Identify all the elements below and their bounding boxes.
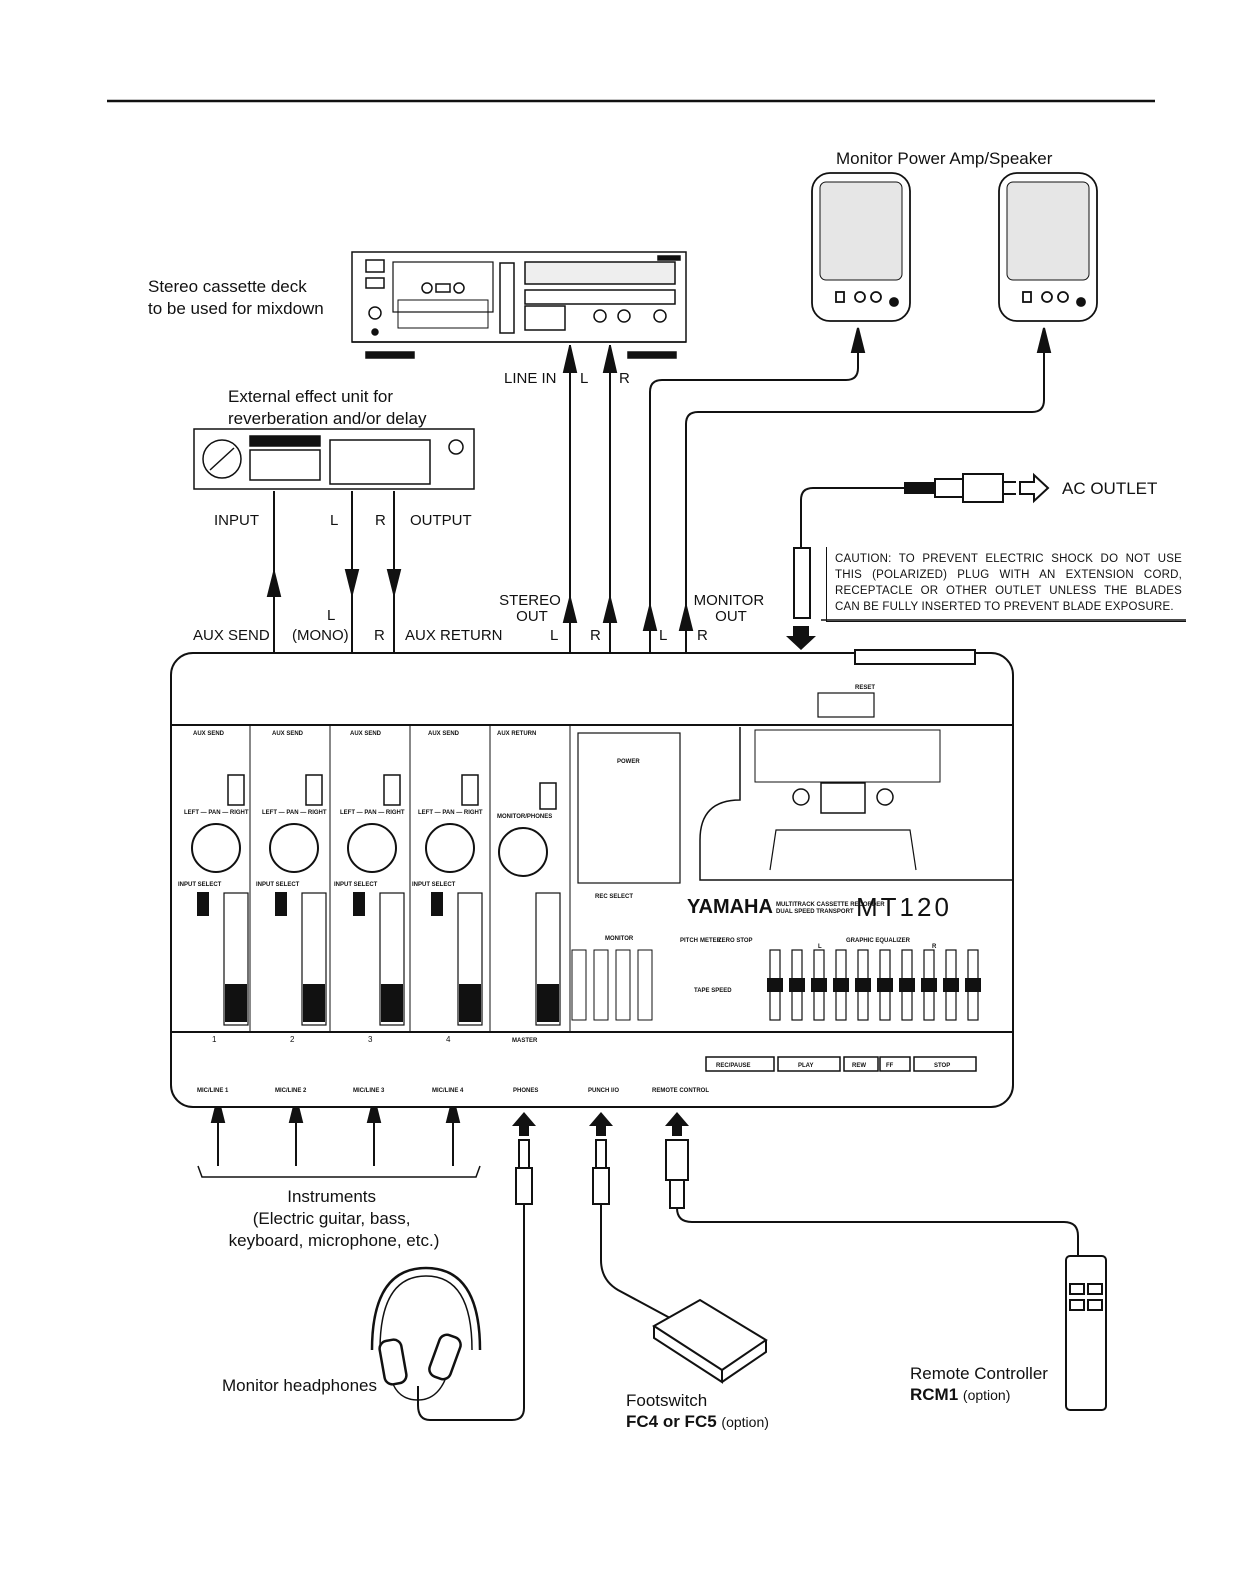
footswitch	[652, 1298, 768, 1384]
aux-return-label: AUX RETURN	[497, 731, 536, 737]
power-label: POWER	[617, 759, 640, 765]
input-select-3: INPUT SELECT	[334, 882, 378, 888]
recorder-model: MT120	[856, 892, 952, 922]
line-in-l: L	[580, 370, 588, 387]
recorder-description: MULTITRACK CASSETTE RECORDER DUAL SPEED …	[776, 902, 886, 915]
effect-unit-label: External effect unit for reverberation a…	[228, 387, 427, 428]
jack-label-phones: PHONES	[513, 1088, 538, 1094]
channel-number-1: 1	[212, 1035, 217, 1044]
ac-outlet-label: AC OUTLET	[1062, 479, 1157, 498]
monitor-label: MONITOR	[605, 936, 634, 942]
transport-play: PLAY	[798, 1063, 813, 1069]
monitor-r-label: R	[697, 627, 708, 644]
jack-label-mic-line-2: MIC/LINE 2	[275, 1088, 307, 1094]
stereo-r-label: R	[590, 627, 601, 644]
headphones	[370, 1266, 482, 1401]
monitor-speaker-right	[998, 172, 1098, 322]
line-in-label: LINE IN	[504, 370, 557, 387]
input-select-1: INPUT SELECT	[178, 882, 222, 888]
output-l-label: L	[330, 512, 338, 529]
effect-unit	[193, 428, 475, 490]
aux-l-label: L	[327, 607, 335, 624]
aux-send-label-4: AUX SEND	[428, 731, 460, 737]
aux-r-label: R	[374, 627, 385, 644]
pan-label-3: LEFT — PAN — RIGHT	[340, 810, 405, 816]
stereo-out-label: STEREO OUT	[499, 592, 565, 625]
remote-label: Remote Controller	[910, 1364, 1048, 1383]
caution-notice: CAUTION: TO PREVENT ELECTRIC SHOCK DO NO…	[826, 547, 1186, 622]
aux-send-label-3: AUX SEND	[350, 731, 382, 737]
eq-l-label: L	[818, 944, 822, 950]
transport-stop: STOP	[934, 1063, 950, 1069]
tape-speed-label: TAPE SPEED	[694, 988, 732, 994]
input-select-2: INPUT SELECT	[256, 882, 300, 888]
jack-label-mic-line-3: MIC/LINE 3	[353, 1088, 385, 1094]
footswitch-label: Footswitch	[626, 1391, 707, 1410]
monitor-out-label: MONITOR OUT	[694, 592, 769, 625]
pan-label-1: LEFT — PAN — RIGHT	[184, 810, 249, 816]
monitor-phones-label: MONITOR/PHONES	[497, 814, 552, 820]
jack-label-remote: REMOTE CONTROL	[652, 1088, 709, 1094]
channel-number-2: 2	[290, 1035, 295, 1044]
monitor-l-label: L	[659, 627, 667, 644]
aux-send-label-2: AUX SEND	[272, 731, 304, 737]
headphones-label: Monitor headphones	[222, 1376, 377, 1395]
transport-ff: FF	[886, 1063, 894, 1069]
jack-label-punch: PUNCH I/O	[588, 1088, 619, 1094]
jack-label-mic-line-1: MIC/LINE 1	[197, 1088, 229, 1094]
footswitch-model: FC4 or FC5 (option)	[626, 1412, 769, 1431]
line-in-r: R	[619, 370, 630, 387]
cassette-deck	[351, 251, 687, 359]
cables	[197, 327, 1079, 1421]
pan-label-2: LEFT — PAN — RIGHT	[262, 810, 327, 816]
monitor-amp-label: Monitor Power Amp/Speaker	[836, 149, 1053, 168]
mono-label: (MONO)	[292, 627, 349, 644]
channel-number-3: 3	[368, 1035, 373, 1044]
pitch-label: PITCH	[680, 938, 698, 944]
channel-number-4: 4	[446, 1035, 451, 1044]
zero-stop-label: ZERO STOP	[718, 938, 753, 944]
output-label: OUTPUT	[410, 512, 472, 529]
pan-label-4: LEFT — PAN — RIGHT	[418, 810, 483, 816]
remote-model: RCM1 (option)	[910, 1385, 1010, 1404]
rec-select-label: REC SELECT	[595, 894, 633, 900]
remote-controller	[1065, 1255, 1107, 1411]
monitor-speaker-left	[811, 172, 911, 322]
mt120-recorder	[170, 649, 1014, 1108]
output-r-label: R	[375, 512, 386, 529]
transport-rew: REW	[852, 1063, 866, 1069]
input-label: INPUT	[214, 512, 259, 529]
master-label: MASTER	[512, 1038, 538, 1044]
eq-r-label: R	[932, 944, 937, 950]
cassette-deck-label: Stereo cassette deck to be used for mixd…	[148, 277, 324, 318]
instruments-label: Instruments (Electric guitar, bass, keyb…	[229, 1187, 440, 1250]
transport-rec-pause: REC/PAUSE	[716, 1063, 751, 1069]
meter-label: METER	[700, 938, 722, 944]
aux-return-label: AUX RETURN	[405, 627, 503, 644]
stereo-l-label: L	[550, 627, 558, 644]
aux-send-label-1: AUX SEND	[193, 731, 225, 737]
jack-label-mic-line-4: MIC/LINE 4	[432, 1088, 464, 1094]
recorder-brand: YAMAHA	[687, 896, 773, 918]
input-select-4: INPUT SELECT	[412, 882, 456, 888]
aux-send-label: AUX SEND	[193, 627, 270, 644]
reset-label: RESET	[855, 685, 875, 691]
graphic-eq-label: GRAPHIC EQUALIZER	[846, 938, 911, 944]
